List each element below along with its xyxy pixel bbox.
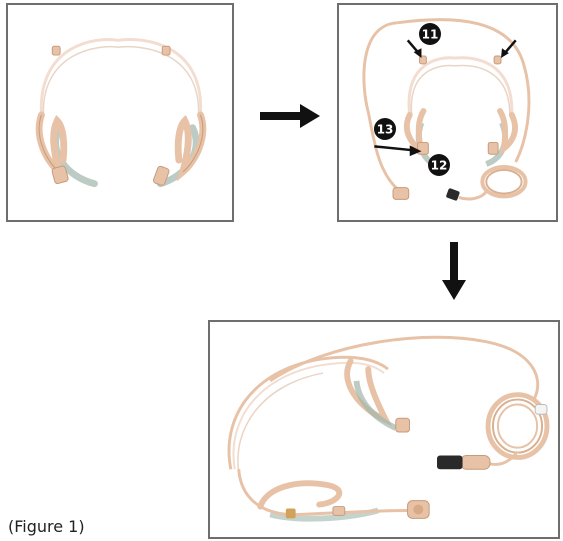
headset-frame-illustration — [8, 5, 232, 220]
arrow-right-icon — [258, 102, 322, 130]
svg-text:11: 11 — [422, 28, 439, 42]
panel-headset-frame — [6, 3, 234, 222]
callout-11: 11 — [418, 22, 442, 46]
svg-text:13: 13 — [377, 123, 394, 137]
cable-assembly-illustration — [339, 5, 556, 220]
callout-13: 13 — [373, 117, 397, 141]
panel-cable-assembly: 11 13 12 — [337, 3, 558, 222]
panel-assembled-headset — [208, 320, 560, 539]
assembled-headset-illustration — [210, 322, 558, 537]
arrow-down-icon — [440, 240, 468, 302]
svg-text:12: 12 — [431, 159, 448, 173]
callout-12: 12 — [427, 153, 451, 177]
figure-caption: (Figure 1) — [8, 517, 85, 536]
